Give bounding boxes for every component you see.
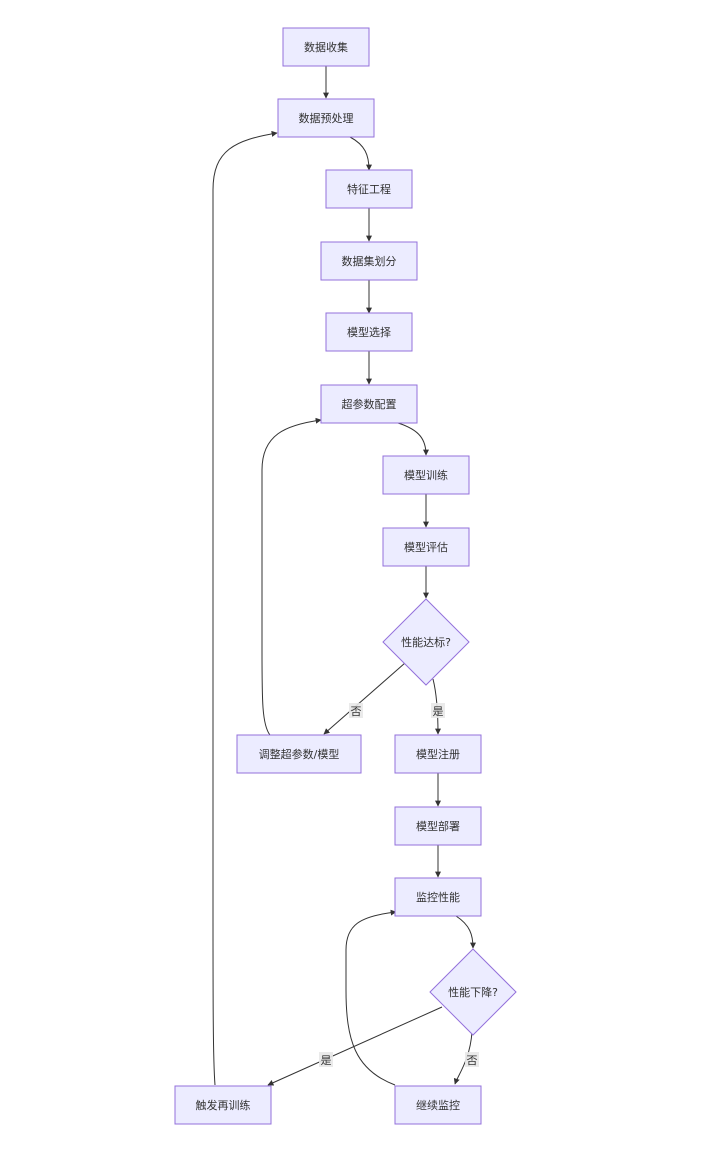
node-feature-eng: 特征工程	[325, 169, 413, 209]
node-adjust-label: 调整超参数/模型	[259, 747, 340, 761]
edge-hyperparam-train	[397, 422, 429, 456]
edge-retrain-preprocess	[212, 130, 278, 1086]
node-preprocess: 数据预处理	[277, 98, 375, 138]
edge-labels: 否 是 是 否	[319, 703, 479, 1067]
node-monitor: 监控性能	[394, 877, 482, 917]
node-dataset-split-label: 数据集划分	[342, 254, 397, 268]
node-train-label: 模型训练	[404, 468, 448, 482]
edge-perfok-adjust	[323, 662, 406, 735]
node-train: 模型训练	[382, 455, 470, 495]
node-register: 模型注册	[394, 734, 482, 774]
label-perf-drop-yes-text: 是	[321, 1054, 332, 1067]
node-evaluate: 模型评估	[382, 527, 470, 567]
label-perf-ok-no-text: 否	[351, 705, 362, 718]
node-preprocess-label: 数据预处理	[299, 111, 354, 125]
node-deploy-label: 模型部署	[416, 819, 460, 833]
edges	[212, 66, 476, 1086]
node-register-label: 模型注册	[416, 747, 460, 761]
node-retrain-label: 触发再训练	[196, 1098, 251, 1112]
edge-perfdrop-keep	[453, 1031, 473, 1085]
node-keep-monitor-label: 继续监控	[416, 1098, 460, 1112]
node-perf-drop-label: 性能下降?	[448, 985, 498, 999]
edge-keep-monitor	[345, 909, 397, 1086]
node-deploy: 模型部署	[394, 806, 482, 846]
node-feature-eng-label: 特征工程	[347, 182, 391, 196]
edge-preprocess-feature	[349, 136, 372, 171]
label-perf-ok-yes-text: 是	[433, 705, 444, 718]
edge-monitor-perfdrop	[455, 915, 476, 949]
label-perf-ok-no: 否	[349, 703, 363, 718]
node-keep-monitor: 继续监控	[394, 1085, 482, 1125]
node-perf-ok: 性能达标?	[382, 598, 470, 686]
node-evaluate-label: 模型评估	[404, 540, 448, 554]
edge-adjust-hyperparam	[261, 417, 322, 736]
nodes: 数据收集 数据预处理 特征工程 数据集划分 模型选择 超参数配置 模型训练 模	[174, 27, 517, 1125]
edge-perfdrop-retrain	[267, 1006, 443, 1086]
node-adjust: 调整超参数/模型	[236, 734, 362, 774]
node-model-select-label: 模型选择	[347, 325, 391, 339]
node-perf-ok-label: 性能达标?	[401, 635, 451, 649]
label-perf-ok-yes: 是	[431, 703, 445, 718]
node-retrain: 触发再训练	[174, 1085, 272, 1125]
label-perf-drop-yes: 是	[319, 1052, 333, 1067]
node-data-collect-label: 数据收集	[304, 40, 348, 54]
node-data-collect: 数据收集	[282, 27, 370, 67]
node-hyperparam-label: 超参数配置	[342, 397, 397, 411]
node-monitor-label: 监控性能	[416, 890, 460, 904]
node-model-select: 模型选择	[325, 312, 413, 352]
label-perf-drop-no-text: 否	[467, 1054, 478, 1067]
label-perf-drop-no: 否	[465, 1052, 479, 1067]
node-hyperparam: 超参数配置	[320, 384, 418, 424]
node-dataset-split: 数据集划分	[320, 241, 418, 281]
node-perf-drop: 性能下降?	[429, 948, 517, 1036]
